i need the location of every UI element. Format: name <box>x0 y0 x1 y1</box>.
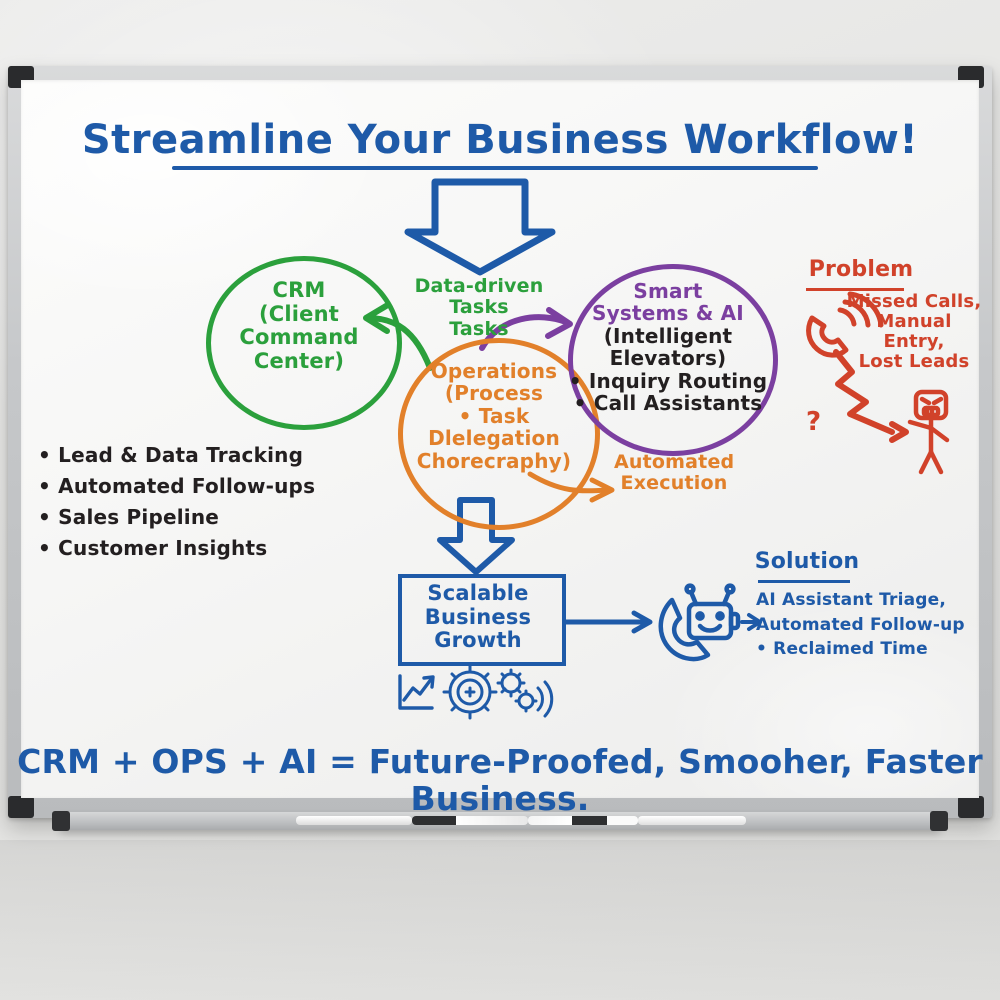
scalable-growth-label: Scalable Business Growth <box>398 581 558 653</box>
summary-equation: CRM + OPS + AI = Future-Proofed, Smooher… <box>17 742 983 818</box>
ai-circle <box>568 264 778 456</box>
wall-shadow <box>0 840 1000 1000</box>
page-title: Streamline Your Business Workflow! <box>81 117 919 163</box>
tray-end-cap-right <box>930 811 948 831</box>
solution-underline <box>758 580 850 583</box>
frame-corner-bottom-right <box>958 796 984 818</box>
scalable-growth-box <box>398 574 566 666</box>
growth-line-1: Scalable <box>427 581 529 605</box>
problem-underline <box>806 288 904 291</box>
ai-line-1: Smart <box>633 279 703 303</box>
ai-label: Smart Systems & AI (Intelligent Elevator… <box>560 279 776 415</box>
list-item: • Lead & Data Tracking <box>38 443 304 467</box>
problem-line-1: Missed Calls, <box>846 291 982 312</box>
automated-execution-line-2: Execution <box>620 472 728 495</box>
tasks-line-1: Data-driven Tasks <box>414 275 544 319</box>
list-item: • Customer Insights <box>38 536 268 560</box>
ai-line-2: Systems & AI <box>592 301 744 326</box>
list-item[interactable] <box>296 816 412 825</box>
automated-execution-line-1: Automated <box>614 451 735 473</box>
title-underline <box>172 166 818 170</box>
crm-line-2: (Client <box>258 301 340 326</box>
problem-description: Missed Calls, Manual Entry, Lost Leads <box>846 291 982 373</box>
question-mark: ? <box>806 407 822 437</box>
automated-execution-label: Automated Execution <box>614 451 735 495</box>
list-item: • Automated Follow-ups <box>38 474 316 498</box>
ai-line-3: (Intelligent Elevators) <box>603 323 733 371</box>
operations-circle <box>398 338 600 530</box>
problem-heading: Problem <box>808 257 914 282</box>
solution-line-2: Automated Follow-up <box>756 614 965 635</box>
solution-heading: Solution <box>754 549 860 574</box>
crm-circle <box>206 256 402 430</box>
list-item[interactable] <box>528 816 638 825</box>
list-item[interactable] <box>412 816 528 825</box>
tray-end-cap-left <box>52 811 70 831</box>
operations-line-3: • Task Dlelegation <box>428 403 560 451</box>
list-item[interactable] <box>638 816 746 825</box>
solution-line-3: • Reclaimed Time <box>756 639 928 660</box>
crm-label: CRM (Client Command Center) <box>206 278 392 373</box>
operations-line-1: Operations <box>430 359 558 383</box>
problem-line-3: Lost Leads <box>858 351 970 373</box>
crm-benefits-list: • Lead & Data Tracking • Automated Follo… <box>38 440 338 564</box>
tasks-line-2: Tasks <box>449 317 509 340</box>
crm-line-1: CRM <box>272 278 326 302</box>
frame-corner-bottom-left <box>8 796 34 818</box>
growth-line-3: Growth <box>434 628 522 653</box>
ai-line-5: • Call Assistants <box>573 390 763 415</box>
list-item: • Sales Pipeline <box>38 505 220 529</box>
operations-line-2: (Process <box>444 381 544 406</box>
ai-line-4: • Inquiry Routing <box>568 368 768 393</box>
solution-line-1: AI Assistant Triage, <box>756 590 947 610</box>
growth-line-2: Business <box>424 604 532 629</box>
crm-line-3: Command Center) <box>239 325 359 373</box>
operations-line-4: Chorecraphy) <box>416 448 572 473</box>
operations-label: Operations (Process • Task Dlelegation C… <box>396 360 592 472</box>
data-driven-tasks-label: Data-driven Tasks Tasks <box>384 275 574 340</box>
solution-description: AI Assistant Triage, Automated Follow-up… <box>756 588 980 662</box>
problem-line-2: Manual Entry, <box>876 311 952 353</box>
